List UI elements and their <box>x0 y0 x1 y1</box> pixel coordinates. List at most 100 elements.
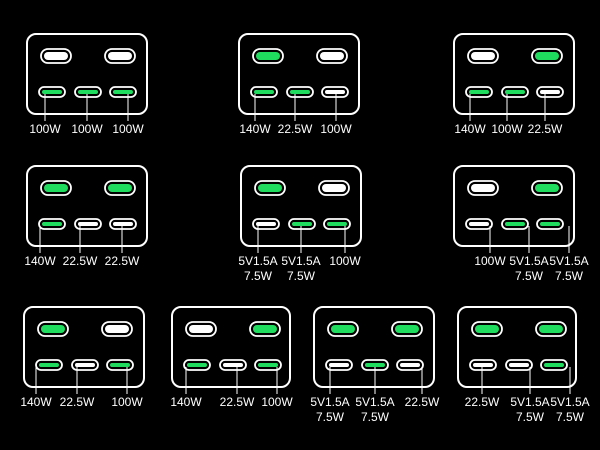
config-panel-1: 100W 100W 100W <box>26 33 148 136</box>
config-panel-8: 140W 22.5W 100W <box>170 306 293 409</box>
usb-a-port-1-fill <box>258 184 282 192</box>
usb-a-port-2-fill <box>108 184 132 192</box>
usb-a-port-1-fill <box>471 52 495 60</box>
usb-c-port-1-fill <box>39 363 59 367</box>
port-power-label: 22.5W <box>528 122 563 136</box>
usb-a-port-1 <box>471 321 503 337</box>
port-power-label: 140W <box>20 395 52 409</box>
usb-c-port-1-fill <box>42 222 62 226</box>
port-power-label: 7.5W <box>361 410 390 424</box>
usb-c-port-3 <box>106 359 134 371</box>
usb-c-port-2 <box>288 218 316 230</box>
usb-c-port-1 <box>252 218 280 230</box>
port-power-label: 100W <box>29 122 61 136</box>
port-power-label: 140W <box>170 395 202 409</box>
usb-a-port-1 <box>467 180 499 196</box>
usb-c-port-1-fill <box>469 222 489 226</box>
usb-c-port-2-fill <box>292 222 312 226</box>
usb-c-port-1-fill <box>469 90 489 94</box>
usb-c-port-1-fill <box>187 363 207 367</box>
usb-c-port-3-fill <box>540 90 560 94</box>
usb-a-port-2-fill <box>253 325 277 333</box>
port-power-label: 100W <box>261 395 293 409</box>
usb-c-port-1-fill <box>473 363 493 367</box>
usb-a-port-2 <box>101 321 133 337</box>
port-power-label: 5V1.5A <box>510 395 549 409</box>
port-power-label: 7.5W <box>316 410 345 424</box>
usb-a-port-2-fill <box>539 325 563 333</box>
usb-c-port-3-fill <box>400 363 420 367</box>
usb-c-port-3 <box>536 86 564 98</box>
usb-c-port-3-fill <box>540 222 560 226</box>
port-power-label: 100W <box>112 122 144 136</box>
usb-c-port-2 <box>286 86 314 98</box>
port-power-label: 22.5W <box>405 395 440 409</box>
usb-c-port-1 <box>183 359 211 371</box>
usb-c-port-2 <box>71 359 99 371</box>
usb-c-port-2-fill <box>365 363 385 367</box>
port-power-label: 22.5W <box>220 395 255 409</box>
usb-c-port-1 <box>35 359 63 371</box>
usb-c-port-2 <box>74 218 102 230</box>
usb-a-port-1 <box>40 180 72 196</box>
port-power-label: 5V1.5A <box>550 395 589 409</box>
hub-outline <box>171 306 291 388</box>
usb-a-port-1 <box>37 321 69 337</box>
port-power-label: 100W <box>329 254 361 268</box>
port-power-label: 100W <box>111 395 143 409</box>
hub-outline <box>453 165 575 247</box>
usb-c-port-1 <box>325 359 353 371</box>
hub-outline <box>457 306 577 388</box>
usb-c-port-3 <box>396 359 424 371</box>
usb-a-port-1-fill <box>471 184 495 192</box>
usb-c-port-1 <box>38 218 66 230</box>
usb-c-port-2-fill <box>78 222 98 226</box>
usb-a-port-1-fill <box>41 325 65 333</box>
usb-c-port-3-fill <box>113 222 133 226</box>
port-power-label: 100W <box>71 122 103 136</box>
usb-c-port-3-fill <box>325 90 345 94</box>
usb-c-port-3 <box>321 86 349 98</box>
port-power-label: 7.5W <box>516 410 545 424</box>
usb-c-port-3 <box>109 218 137 230</box>
usb-c-port-2-fill <box>505 90 525 94</box>
port-power-label: 100W <box>491 122 523 136</box>
usb-c-port-1 <box>469 359 497 371</box>
port-power-label: 5V1.5A <box>355 395 394 409</box>
usb-c-port-2 <box>505 359 533 371</box>
hub-outline <box>313 306 435 388</box>
usb-c-port-1-fill <box>256 222 276 226</box>
port-power-label: 22.5W <box>60 395 95 409</box>
usb-a-port-2-fill <box>395 325 419 333</box>
usb-c-port-1-fill <box>254 90 274 94</box>
usb-c-port-2-fill <box>223 363 243 367</box>
usb-a-port-1-fill <box>44 184 68 192</box>
usb-a-port-1-fill <box>189 325 213 333</box>
port-power-label: 100W <box>474 254 506 268</box>
usb-c-port-2 <box>501 86 529 98</box>
hub-outline <box>23 306 145 388</box>
usb-c-port-2-fill <box>78 90 98 94</box>
hub-outline <box>238 33 360 115</box>
port-power-label: 140W <box>454 122 486 136</box>
usb-a-port-2-fill <box>535 184 559 192</box>
usb-a-port-2-fill <box>105 325 129 333</box>
usb-c-port-3 <box>254 359 282 371</box>
usb-a-port-1 <box>185 321 217 337</box>
port-power-label: 22.5W <box>278 122 313 136</box>
usb-a-port-2-fill <box>535 52 559 60</box>
usb-a-port-2 <box>104 180 136 196</box>
usb-c-port-1 <box>465 218 493 230</box>
usb-c-port-2-fill <box>290 90 310 94</box>
port-power-label: 5V1.5A <box>281 254 320 268</box>
usb-a-port-1-fill <box>475 325 499 333</box>
usb-c-port-2 <box>74 86 102 98</box>
port-power-label: 5V1.5A <box>549 254 588 268</box>
usb-a-port-1 <box>467 48 499 64</box>
usb-c-port-1 <box>38 86 66 98</box>
usb-c-port-3-fill <box>113 90 133 94</box>
